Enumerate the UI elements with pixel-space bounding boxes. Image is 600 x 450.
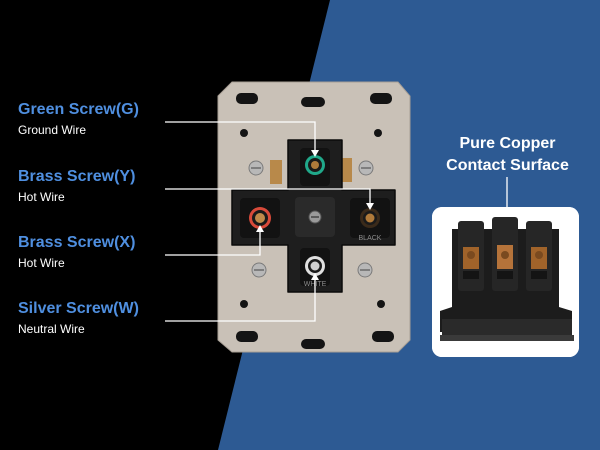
label-title: Silver Screw(W) (18, 300, 139, 317)
plate-slot (236, 93, 258, 104)
callout-line-2: Contact Surface (446, 157, 569, 174)
label-title: Brass Screw(Y) (18, 168, 136, 185)
plate-slot (372, 331, 394, 342)
label-silver-screw: Silver Screw(W) Neutral Wire (18, 299, 139, 337)
plate-slot (236, 331, 258, 342)
leader-lines (165, 121, 508, 322)
callout-line-1: Pure Copper (459, 135, 556, 152)
label-brass-screw-y: Brass Screw(Y) Hot Wire (18, 167, 135, 205)
plate-hole (240, 300, 248, 308)
plate-hole (377, 300, 385, 308)
brass-strap (270, 160, 282, 184)
brass-strap (340, 158, 352, 182)
leader-silver (165, 278, 316, 322)
label-green-screw: Green Screw(G) Ground Wire (18, 100, 139, 138)
inset-closeup-image (432, 207, 579, 357)
copper-contact-inset (432, 207, 579, 357)
plate-slot (301, 339, 325, 349)
plate-slot (301, 97, 325, 107)
label-subtitle: Ground Wire (18, 123, 87, 137)
label-brass-screw-x: Brass Screw(X) Hot Wire (18, 233, 135, 271)
plate-slot (370, 93, 392, 104)
label-subtitle: Hot Wire (18, 256, 65, 270)
label-subtitle: Hot Wire (18, 190, 65, 204)
green-screw (305, 155, 325, 175)
label-title: Brass Screw(X) (18, 234, 136, 251)
leader-green (165, 121, 316, 152)
black-marking: BLACK (359, 235, 382, 242)
copper-callout-title: Pure Copper Contact Surface (425, 133, 590, 177)
leader-brass-y (165, 188, 371, 205)
brass-screw-x (249, 207, 271, 229)
label-title: Green Screw(G) (18, 101, 139, 118)
plate-hole (240, 129, 248, 137)
brass-screw-y (360, 208, 380, 228)
label-subtitle: Neutral Wire (18, 322, 85, 336)
mounting-screws (248, 160, 374, 278)
silver-screw (305, 256, 325, 276)
leader-brass-x (165, 230, 261, 256)
leader-arrowheads (256, 150, 511, 280)
plate-hole (374, 129, 382, 137)
